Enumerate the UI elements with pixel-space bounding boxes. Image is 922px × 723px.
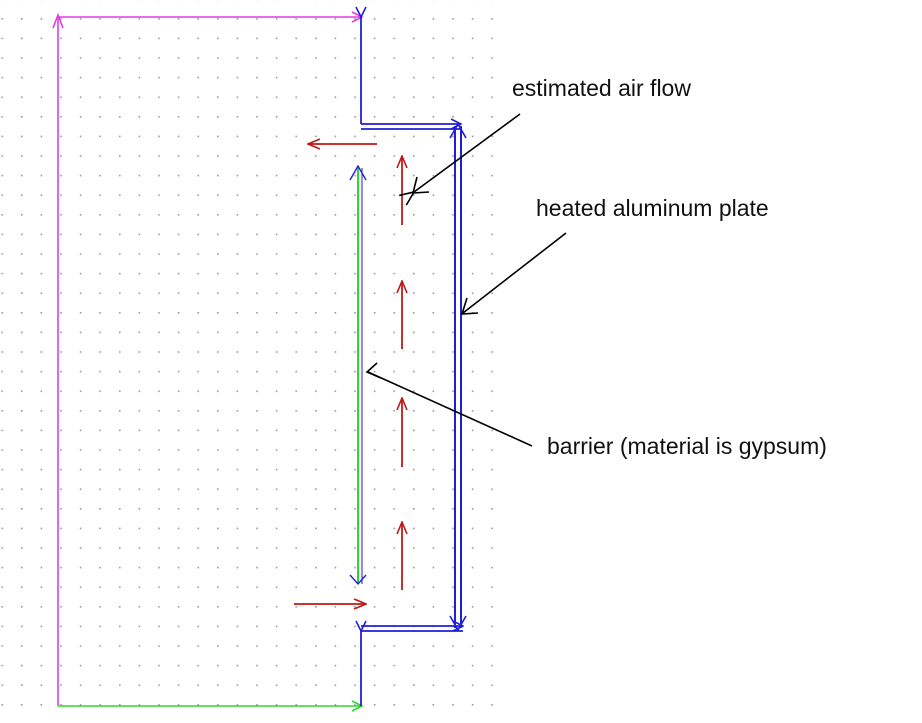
label-air-flow: estimated air flow (512, 75, 691, 101)
pointer-barrier (367, 371, 533, 447)
enclosure (361, 17, 463, 706)
pointer-lines (367, 113, 567, 447)
pointer-heads (365, 176, 479, 379)
pointer-air-flow (414, 113, 521, 192)
outer-boundary (52, 15, 362, 706)
label-heated-plate: heated aluminum plate (536, 195, 769, 221)
heated-plate (449, 122, 467, 632)
barrier (349, 164, 367, 586)
flow-arrows (294, 144, 402, 604)
label-barrier: barrier (material is gypsum) (547, 433, 827, 459)
grid-dots (0, 0, 500, 723)
pointer-plate (462, 232, 567, 314)
